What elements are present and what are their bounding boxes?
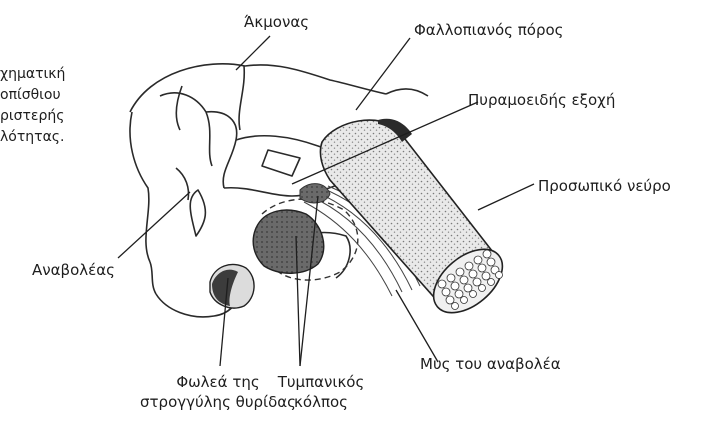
label-stapes: Αναβολέας: [32, 260, 115, 280]
label-facial-nerve: Προσωπικό νεύρο: [538, 176, 671, 196]
round-window-shape: [210, 264, 254, 308]
label-akmonas: Άκμονας: [244, 12, 309, 32]
label-stapedius-muscle: Μυς του αναβολέα: [420, 354, 561, 374]
label-tympanic-sinus-line1: Τυμπανικός: [266, 372, 376, 392]
leader-lines: [118, 36, 534, 366]
label-tympanic-sinus-line2: κόλπος: [266, 392, 376, 412]
facial-nerve-shape: [320, 119, 514, 325]
label-tympanic-sinus: Τυμπανικός κόλπος: [266, 372, 376, 412]
pyramidal-eminence-shape: [300, 184, 330, 203]
label-fallopian-canal: Φαλλοπιανός πόρος: [414, 20, 563, 40]
label-pyramidal-eminence: Πυραμοειδής εξοχή: [468, 90, 615, 110]
